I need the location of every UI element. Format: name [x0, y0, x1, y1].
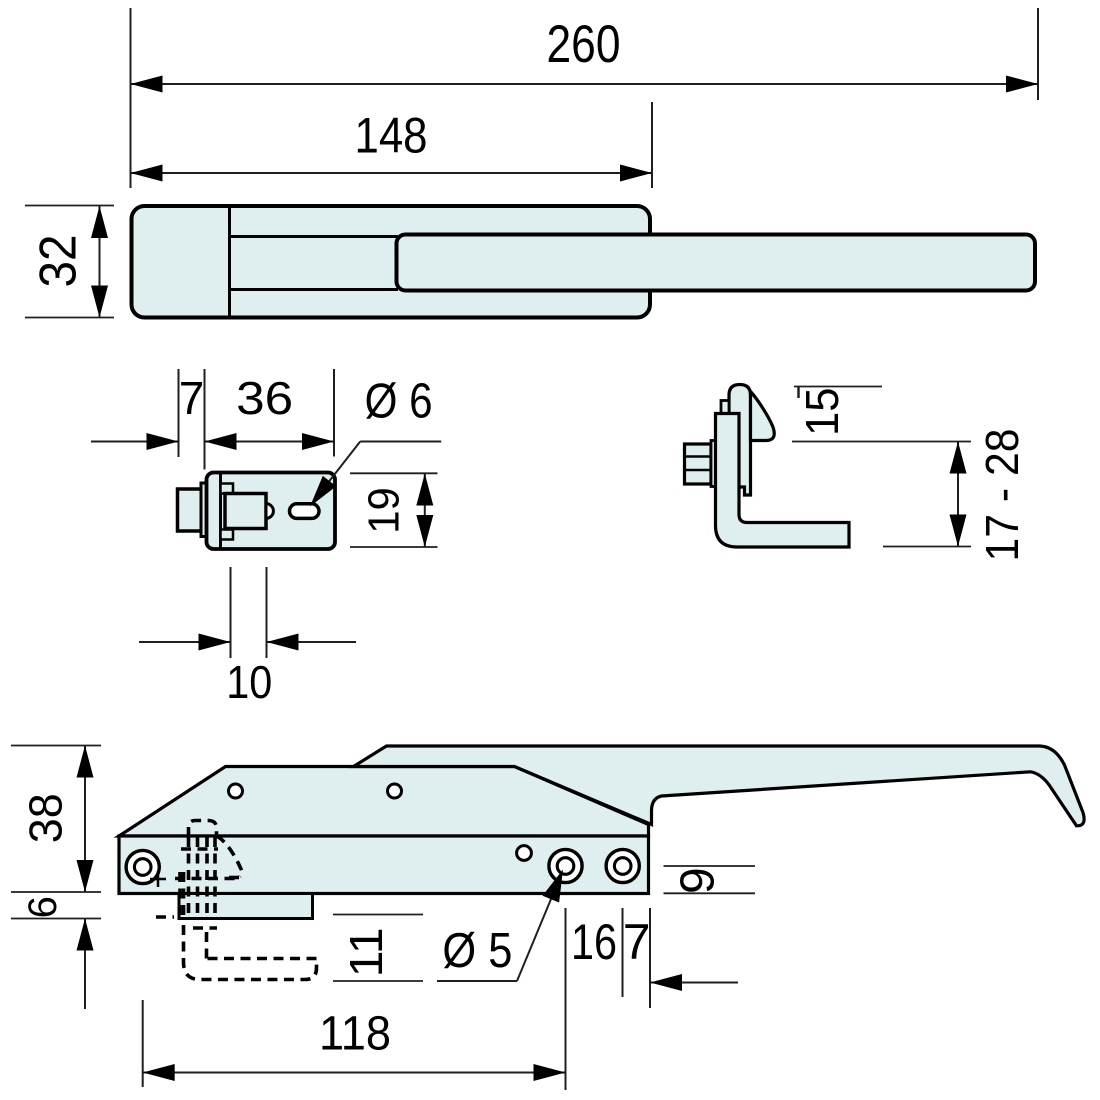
svg-text:11: 11 [340, 927, 392, 977]
svg-text:16: 16 [571, 914, 617, 970]
svg-text:32: 32 [30, 235, 88, 288]
svg-text:148: 148 [355, 108, 428, 164]
svg-text:7: 7 [179, 372, 205, 424]
svg-text:38: 38 [19, 793, 71, 843]
svg-text:9: 9 [672, 867, 725, 894]
svg-text:6: 6 [21, 896, 65, 918]
svg-text:260: 260 [547, 15, 621, 74]
svg-text:118: 118 [319, 1008, 391, 1061]
svg-text:7: 7 [623, 914, 651, 970]
svg-text:15: 15 [796, 388, 848, 437]
svg-text:10: 10 [226, 656, 272, 708]
svg-text:17 - 28: 17 - 28 [976, 429, 1028, 562]
svg-text:Ø 5: Ø 5 [442, 924, 512, 978]
svg-text:Ø 6: Ø 6 [365, 375, 433, 429]
svg-text:36: 36 [236, 372, 293, 424]
svg-text:19: 19 [360, 487, 409, 534]
